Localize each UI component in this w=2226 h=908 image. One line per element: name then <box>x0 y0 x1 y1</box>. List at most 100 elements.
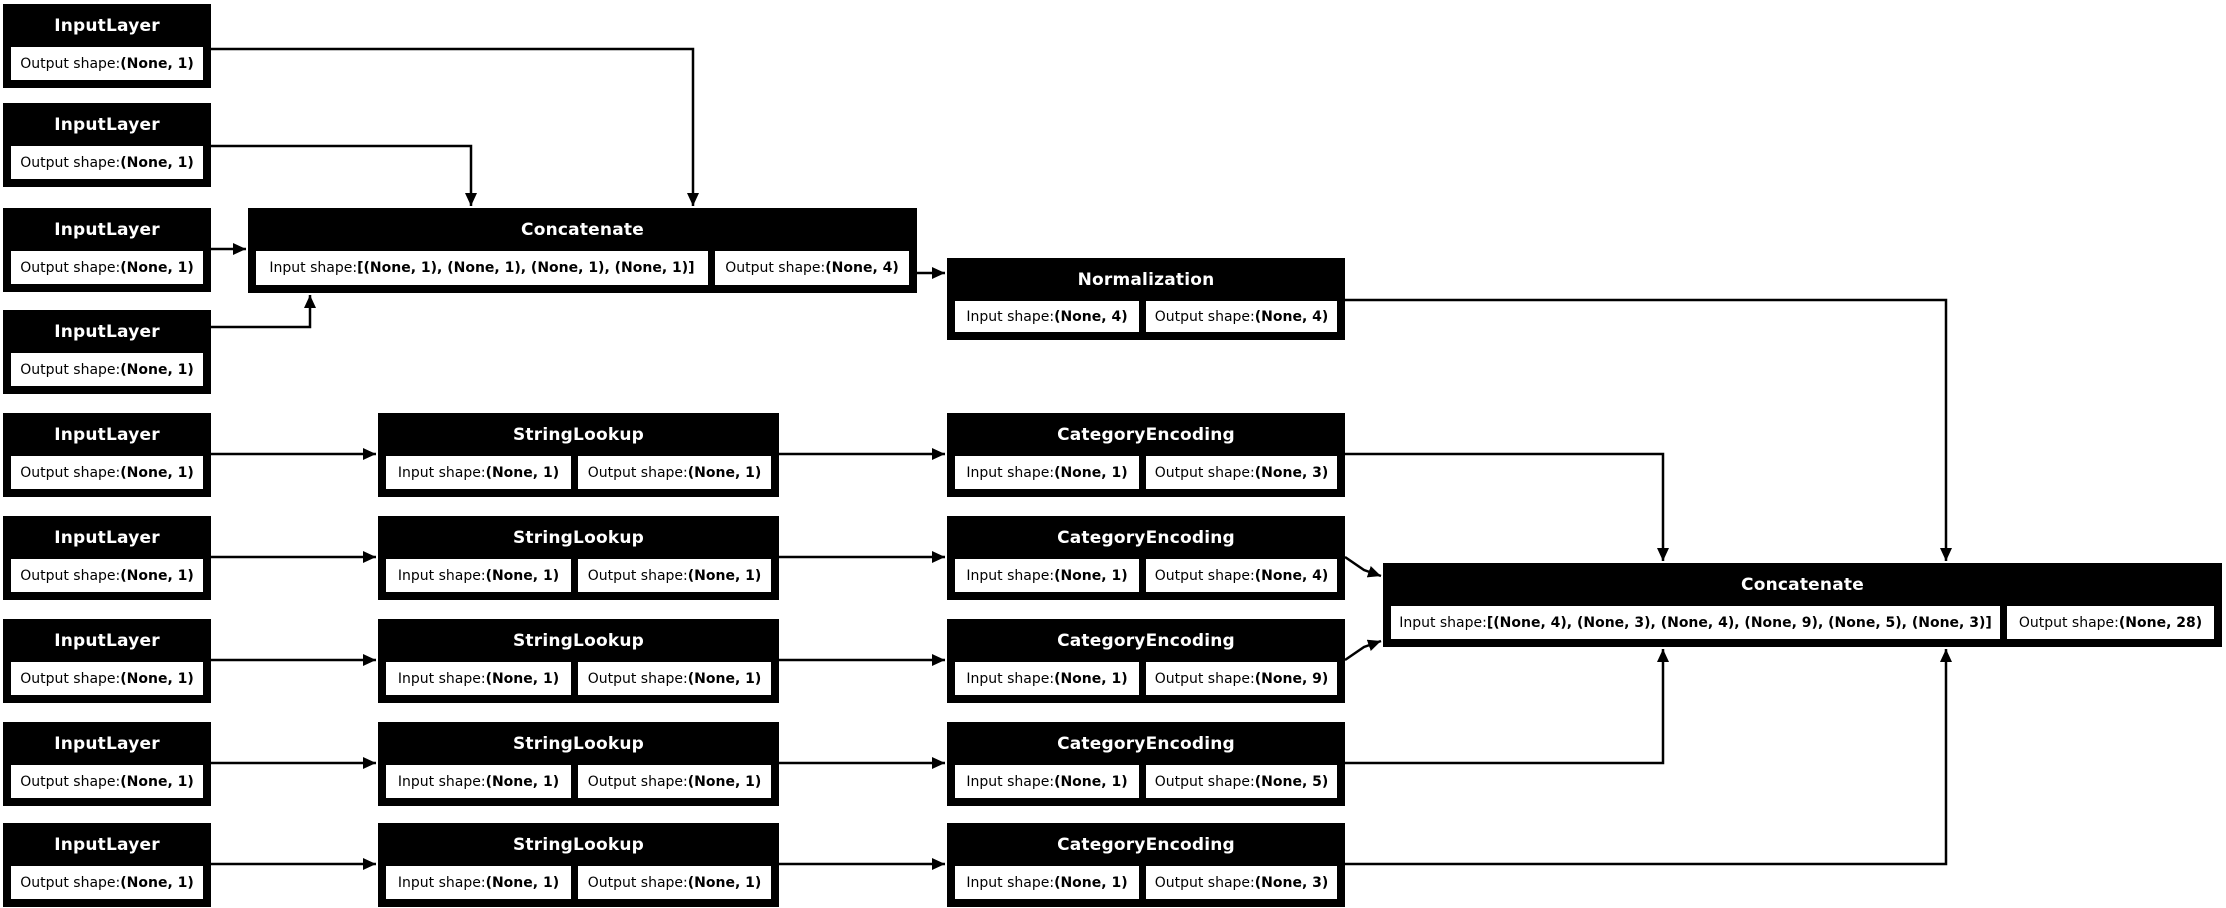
input-shape-cell: Input shape: (None, 1) <box>384 454 573 491</box>
node-title: InputLayer <box>54 425 160 445</box>
output-shape-cell: Output shape: (None, 1) <box>576 660 773 697</box>
node-title: StringLookup <box>512 631 645 651</box>
output-shape-cell: Output shape: (None, 1) <box>9 557 205 594</box>
input-shape-cell: Input shape: (None, 1) <box>384 557 573 594</box>
shape-label: Output shape: <box>587 464 688 481</box>
node-concatenate-1: Concatenate Input shape: [(None, 1), (No… <box>248 208 917 293</box>
shape-value: (None, 1) <box>1054 464 1128 481</box>
node-title: CategoryEncoding <box>1057 835 1235 855</box>
shape-label: Input shape: <box>269 260 358 276</box>
node-title: CategoryEncoding <box>1057 734 1235 754</box>
shape-value: (None, 1) <box>1054 567 1128 584</box>
shape-value: (None, 1) <box>687 567 762 584</box>
node-normalization: Normalization Input shape: (None, 4) Out… <box>947 258 1345 340</box>
node-stringlookup-3: StringLookup Input shape: (None, 1) Outp… <box>378 619 779 703</box>
edge-input2-to-concat1 <box>211 144 477 206</box>
input-shape-cell: Input shape: (None, 1) <box>384 660 573 697</box>
shape-value: (None, 4) <box>825 260 899 276</box>
shape-value: (None, 1) <box>687 464 762 481</box>
output-shape-cell: Output shape: (None, 28) <box>2005 604 2216 641</box>
shape-label: Output shape: <box>20 567 121 584</box>
input-shape-cell: Input shape: (None, 4) <box>953 299 1141 334</box>
shape-value: (None, 4) <box>1254 308 1329 325</box>
shape-value: (None, 1) <box>687 874 762 891</box>
node-title: StringLookup <box>512 835 645 855</box>
shape-value: (None, 1) <box>687 773 762 790</box>
output-shape-cell: Output shape: (None, 1) <box>9 763 205 800</box>
output-shape-cell: Output shape: (None, 1) <box>9 249 205 286</box>
shape-label: Output shape: <box>1154 670 1255 687</box>
output-shape-cell: Output shape: (None, 1) <box>9 660 205 697</box>
node-stringlookup-1: StringLookup Input shape: (None, 1) Outp… <box>378 413 779 497</box>
shape-label: Input shape: <box>1399 614 1487 631</box>
edge-encode4-to-concat2 <box>1345 649 1669 765</box>
output-shape-cell: Output shape: (None, 1) <box>9 351 205 388</box>
node-title: CategoryEncoding <box>1057 528 1235 548</box>
node-title: StringLookup <box>512 734 645 754</box>
node-title: InputLayer <box>54 835 160 855</box>
node-categoryencoding-5: CategoryEncoding Input shape: (None, 1) … <box>947 823 1345 907</box>
shape-label: Input shape: <box>966 670 1055 687</box>
node-title: CategoryEncoding <box>1057 425 1235 445</box>
shape-value: (None, 1) <box>485 567 560 584</box>
edge-encode1-to-concat2 <box>1345 452 1669 561</box>
output-shape-cell: Output shape: (None, 1) <box>9 144 205 181</box>
node-stringlookup-2: StringLookup Input shape: (None, 1) Outp… <box>378 516 779 600</box>
edge-encode2-to-concat2 <box>1344 555 1382 578</box>
shape-label: Input shape: <box>397 464 486 481</box>
shape-label: Output shape: <box>20 773 121 790</box>
shape-label: Input shape: <box>397 874 486 891</box>
edge-normalization-to-concat2 <box>1345 298 1952 561</box>
shape-value: (None, 9) <box>1254 670 1329 687</box>
shape-label: Output shape: <box>1154 464 1255 481</box>
node-title: InputLayer <box>54 220 160 240</box>
node-inputlayer-4: InputLayer Output shape: (None, 1) <box>3 310 211 394</box>
node-stringlookup-5: StringLookup Input shape: (None, 1) Outp… <box>378 823 779 907</box>
output-shape-cell: Output shape: (None, 4) <box>713 249 911 287</box>
edge-input1-to-concat1 <box>211 47 699 206</box>
shape-label: Output shape: <box>20 55 121 72</box>
input-shape-cell: Input shape: [(None, 4), (None, 3), (Non… <box>1389 604 2002 641</box>
shape-value: (None, 1) <box>485 464 560 481</box>
input-shape-cell: Input shape: (None, 1) <box>953 763 1141 800</box>
node-stringlookup-4: StringLookup Input shape: (None, 1) Outp… <box>378 722 779 806</box>
shape-value: (None, 1) <box>485 773 560 790</box>
shape-value: (None, 1) <box>120 773 194 790</box>
input-shape-cell: Input shape: (None, 1) <box>953 660 1141 697</box>
output-shape-cell: Output shape: (None, 1) <box>576 763 773 800</box>
output-shape-cell: Output shape: (None, 1) <box>576 864 773 901</box>
node-title: InputLayer <box>54 322 160 342</box>
input-shape-cell: Input shape: (None, 1) <box>384 864 573 901</box>
output-shape-cell: Output shape: (None, 4) <box>1144 299 1339 334</box>
node-title: InputLayer <box>54 734 160 754</box>
shape-label: Input shape: <box>966 464 1055 481</box>
shape-value: (None, 1) <box>120 361 194 378</box>
shape-value: (None, 3) <box>1254 464 1329 481</box>
shape-value: (None, 5) <box>1254 773 1329 790</box>
shape-value: (None, 1) <box>120 567 194 584</box>
node-title: CategoryEncoding <box>1057 631 1235 651</box>
node-inputlayer-2: InputLayer Output shape: (None, 1) <box>3 103 211 187</box>
input-shape-cell: Input shape: [(None, 1), (None, 1), (Non… <box>254 249 710 287</box>
shape-label: Output shape: <box>20 464 121 481</box>
shape-value: [(None, 4), (None, 3), (None, 4), (None,… <box>1486 614 1992 631</box>
output-shape-cell: Output shape: (None, 1) <box>9 45 205 82</box>
node-title: Concatenate <box>1741 575 1864 595</box>
shape-label: Output shape: <box>725 260 826 276</box>
input-shape-cell: Input shape: (None, 1) <box>953 864 1141 901</box>
shape-value: (None, 1) <box>120 874 194 891</box>
shape-label: Input shape: <box>397 567 486 584</box>
shape-label: Output shape: <box>2018 614 2119 631</box>
shape-label: Output shape: <box>1154 308 1255 325</box>
shape-label: Output shape: <box>587 874 688 891</box>
shape-label: Output shape: <box>1154 874 1255 891</box>
shape-label: Output shape: <box>20 361 121 378</box>
shape-value: (None, 1) <box>1054 670 1128 687</box>
shape-label: Input shape: <box>966 308 1055 325</box>
input-shape-cell: Input shape: (None, 1) <box>384 763 573 800</box>
node-inputlayer-5: InputLayer Output shape: (None, 1) <box>3 413 211 497</box>
shape-label: Input shape: <box>397 773 486 790</box>
shape-value: (None, 1) <box>687 670 762 687</box>
shape-label: Input shape: <box>966 874 1055 891</box>
node-inputlayer-1: InputLayer Output shape: (None, 1) <box>3 4 211 88</box>
